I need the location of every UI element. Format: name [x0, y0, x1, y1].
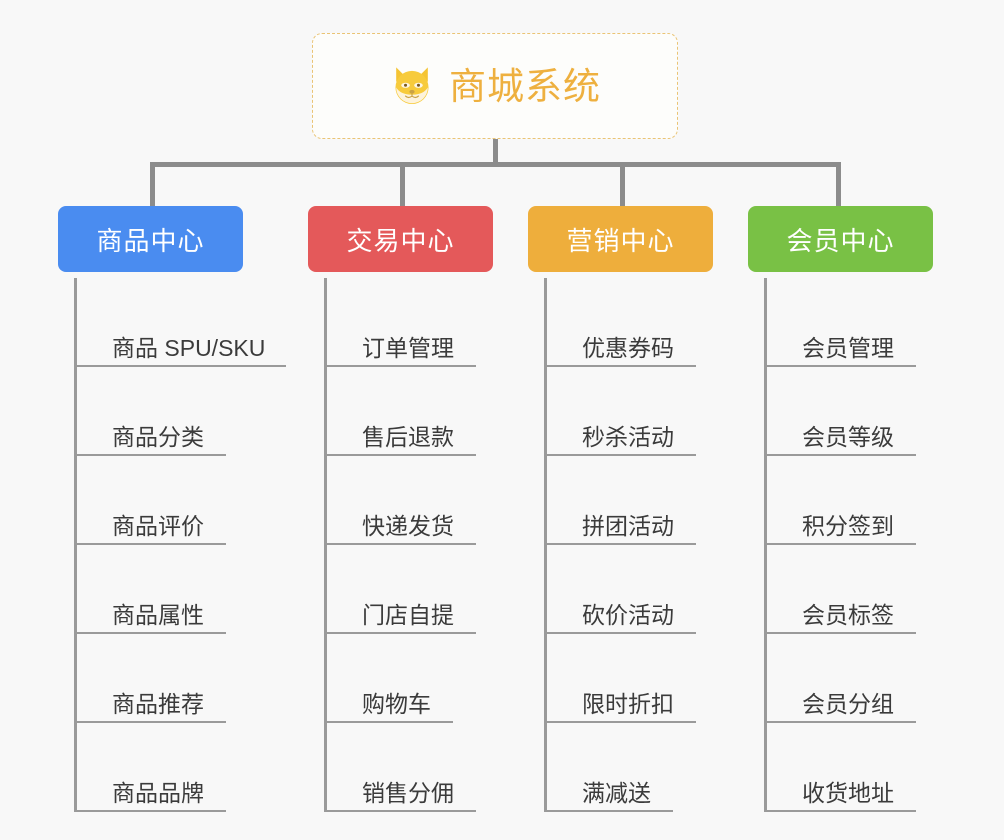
- sub-item[interactable]: 拼团活动: [544, 456, 754, 545]
- branch-column-2: 订单管理 售后退款 快递发货 门店自提 购物车 销售分佣: [324, 278, 534, 812]
- sub-item-label: 商品推荐: [112, 690, 204, 717]
- sub-item-underline: [544, 454, 696, 456]
- sub-item-label: 会员标签: [802, 601, 894, 628]
- sub-item[interactable]: 优惠券码: [544, 278, 754, 367]
- category-label: 会员中心: [786, 225, 895, 256]
- drop-connector-2: [400, 162, 405, 207]
- sub-item-label: 商品评价: [112, 512, 204, 539]
- sub-item-underline: [324, 632, 476, 634]
- sub-item[interactable]: 会员管理: [764, 278, 974, 367]
- sub-item[interactable]: 商品评价: [74, 456, 304, 545]
- sub-item-label: 砍价活动: [582, 601, 674, 628]
- sub-item[interactable]: 商品 SPU/SKU: [74, 278, 304, 367]
- shiba-dog-face-icon: [395, 67, 429, 104]
- sub-item[interactable]: 商品推荐: [74, 634, 304, 723]
- branch-trunk-line: [544, 278, 547, 812]
- sub-item[interactable]: 收货地址: [764, 723, 974, 812]
- sub-item-label: 满减送: [582, 779, 651, 806]
- sub-item-label: 快递发货: [362, 512, 454, 539]
- root-title: 商城系统: [449, 65, 601, 107]
- sub-item[interactable]: 砍价活动: [544, 545, 754, 634]
- sub-item[interactable]: 订单管理: [324, 278, 534, 367]
- sub-item-label: 销售分佣: [362, 779, 454, 806]
- sub-item-underline: [764, 543, 916, 545]
- branch-column-4: 会员管理 会员等级 积分签到 会员标签 会员分组 收货地址: [764, 278, 974, 812]
- branch-column-3: 优惠券码 秒杀活动 拼团活动 砍价活动 限时折扣 满减送: [544, 278, 754, 812]
- sub-item-underline: [74, 365, 286, 367]
- sub-item-label: 会员分组: [802, 690, 894, 717]
- category-box-3[interactable]: 营销中心: [528, 206, 713, 272]
- sub-item-underline: [764, 454, 916, 456]
- sub-item[interactable]: 会员分组: [764, 634, 974, 723]
- sub-item-label: 限时折扣: [582, 690, 674, 717]
- sub-item-label: 商品品牌: [112, 779, 204, 806]
- sub-item-underline: [544, 810, 673, 812]
- sub-item[interactable]: 满减送: [544, 723, 754, 812]
- root-node[interactable]: 商城系统: [312, 33, 678, 139]
- sub-item[interactable]: 快递发货: [324, 456, 534, 545]
- sub-item-underline: [764, 365, 916, 367]
- root-stem-connector: [493, 139, 498, 164]
- sub-item-underline: [764, 721, 916, 723]
- category-box-1[interactable]: 商品中心: [58, 206, 243, 272]
- sub-item-label: 会员管理: [802, 334, 894, 361]
- sub-item[interactable]: 会员等级: [764, 367, 974, 456]
- branch-column-1: 商品 SPU/SKU 商品分类 商品评价 商品属性 商品推荐 商品品牌: [74, 278, 304, 812]
- branch-trunk-line: [764, 278, 767, 812]
- sub-item-label: 收货地址: [802, 779, 894, 806]
- sub-item[interactable]: 售后退款: [324, 367, 534, 456]
- sub-item-label: 优惠券码: [582, 334, 674, 361]
- sub-item[interactable]: 积分签到: [764, 456, 974, 545]
- sub-item-label: 商品分类: [112, 423, 204, 450]
- sub-item-label: 售后退款: [362, 423, 454, 450]
- sub-item-underline: [324, 721, 453, 723]
- sub-item-label: 订单管理: [362, 334, 454, 361]
- sub-item-underline: [544, 721, 696, 723]
- sub-item-underline: [74, 454, 226, 456]
- sub-item[interactable]: 商品属性: [74, 545, 304, 634]
- sub-item-underline: [544, 543, 696, 545]
- sub-item[interactable]: 商品品牌: [74, 723, 304, 812]
- sub-item[interactable]: 商品分类: [74, 367, 304, 456]
- branch-trunk-line: [74, 278, 77, 812]
- drop-connector-1: [150, 162, 155, 207]
- branch-trunk-line: [324, 278, 327, 812]
- category-label: 营销中心: [566, 225, 675, 256]
- drop-connector-4: [836, 162, 841, 207]
- sub-item-underline: [544, 365, 696, 367]
- sub-item[interactable]: 秒杀活动: [544, 367, 754, 456]
- sub-item-label: 商品 SPU/SKU: [112, 334, 266, 361]
- category-box-4[interactable]: 会员中心: [748, 206, 933, 272]
- sub-item[interactable]: 门店自提: [324, 545, 534, 634]
- sub-item[interactable]: 会员标签: [764, 545, 974, 634]
- sub-item-label: 商品属性: [112, 601, 204, 628]
- sub-item-label: 门店自提: [362, 601, 454, 628]
- sub-item-label: 积分签到: [802, 512, 894, 539]
- sub-item-label: 购物车: [362, 690, 431, 717]
- sub-item-underline: [74, 721, 226, 723]
- sub-item-underline: [74, 543, 226, 545]
- sub-item-underline: [74, 632, 226, 634]
- sub-item-underline: [324, 454, 476, 456]
- sub-item[interactable]: 限时折扣: [544, 634, 754, 723]
- sub-item-underline: [74, 810, 226, 812]
- sub-item-underline: [324, 365, 476, 367]
- sub-item[interactable]: 购物车: [324, 634, 534, 723]
- category-label: 商品中心: [96, 225, 205, 256]
- category-label: 交易中心: [346, 225, 455, 256]
- horizontal-bus-connector: [150, 162, 841, 167]
- sub-item-underline: [324, 543, 476, 545]
- sub-item-underline: [764, 810, 916, 812]
- sub-item-underline: [324, 810, 476, 812]
- drop-connector-3: [620, 162, 625, 207]
- category-box-2[interactable]: 交易中心: [308, 206, 493, 272]
- sub-item-label: 会员等级: [802, 423, 894, 450]
- sub-item[interactable]: 销售分佣: [324, 723, 534, 812]
- sub-item-label: 秒杀活动: [582, 423, 674, 450]
- sub-item-label: 拼团活动: [582, 512, 674, 539]
- sub-item-underline: [764, 632, 916, 634]
- sub-item-underline: [544, 632, 696, 634]
